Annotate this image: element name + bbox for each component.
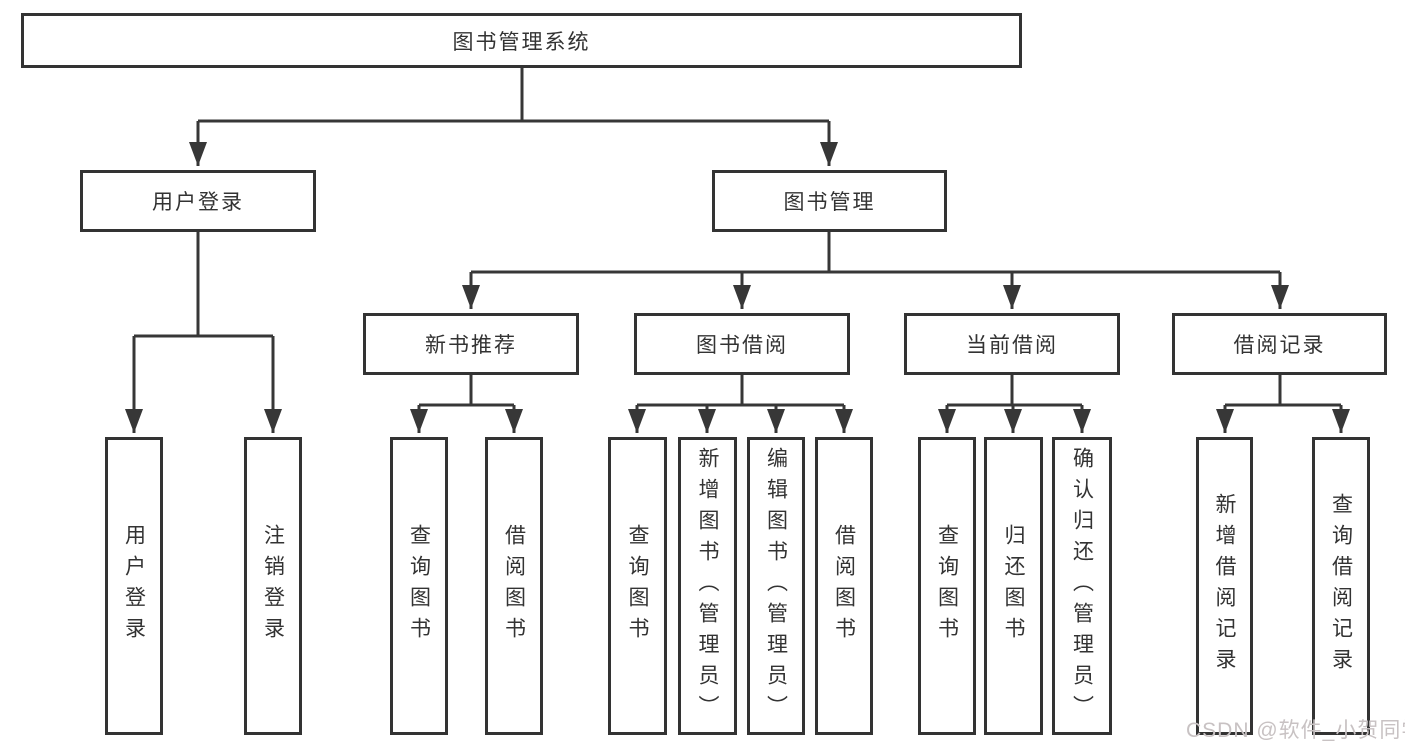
leaf-label: 新增图书（管理员） [696, 446, 719, 726]
leaf-user-login: 用户登录 [105, 437, 163, 735]
node-user-login: 用户登录 [80, 170, 316, 232]
leaf-label: 归还图书 [1002, 524, 1025, 648]
node-book-borrow: 图书借阅 [634, 313, 850, 375]
leaf-borrow-books-b: 借阅图书 [815, 437, 873, 735]
node-label: 图书管理 [783, 191, 876, 214]
node-label: 借阅记录 [1233, 334, 1326, 357]
leaf-query-borrow-record: 查询借阅记录 [1312, 437, 1370, 735]
leaf-logout: 注销登录 [244, 437, 302, 735]
leaf-query-books-c: 查询图书 [918, 437, 976, 735]
leaf-edit-books-admin: 编辑图书（管理员） [747, 437, 805, 735]
leaf-label: 用户登录 [122, 524, 146, 648]
node-new-book-recommend: 新书推荐 [363, 313, 579, 375]
leaf-borrow-books-a: 借阅图书 [485, 437, 543, 735]
node-book-management-system: 图书管理系统 [21, 13, 1022, 68]
connector-trunks [134, 68, 1341, 407]
leaf-return-books: 归还图书 [984, 437, 1043, 735]
node-current-borrow: 当前借阅 [904, 313, 1120, 375]
leaf-query-books-a: 查询图书 [390, 437, 448, 735]
node-borrow-records: 借阅记录 [1172, 313, 1387, 375]
leaf-label: 借阅图书 [502, 524, 526, 648]
node-label: 用户登录 [152, 191, 244, 214]
leaf-label: 确认归还（管理员） [1070, 446, 1094, 726]
leaf-query-books-b: 查询图书 [608, 437, 667, 735]
node-label: 图书管理系统 [452, 30, 591, 54]
leaf-label: 注销登录 [261, 524, 285, 648]
csdn-watermark: CSDN @软件_小贺同学 [1186, 719, 1405, 742]
node-label: 当前借阅 [966, 334, 1058, 357]
node-label: 图书借阅 [696, 334, 788, 357]
leaf-label: 查询借阅记录 [1329, 493, 1353, 679]
node-book-management: 图书管理 [712, 170, 947, 232]
leaf-confirm-return-admin: 确认归还（管理员） [1052, 437, 1112, 735]
leaf-label: 查询图书 [626, 524, 649, 648]
leaf-label: 借阅图书 [832, 524, 856, 648]
leaf-add-books-admin: 新增图书（管理员） [678, 437, 737, 735]
leaf-label: 编辑图书（管理员） [764, 446, 788, 726]
leaf-add-borrow-record: 新增借阅记录 [1196, 437, 1253, 735]
leaf-label: 新增借阅记录 [1213, 493, 1236, 679]
leaf-label: 查询图书 [407, 524, 431, 648]
node-label: 新书推荐 [425, 334, 517, 357]
leaf-label: 查询图书 [935, 524, 959, 648]
